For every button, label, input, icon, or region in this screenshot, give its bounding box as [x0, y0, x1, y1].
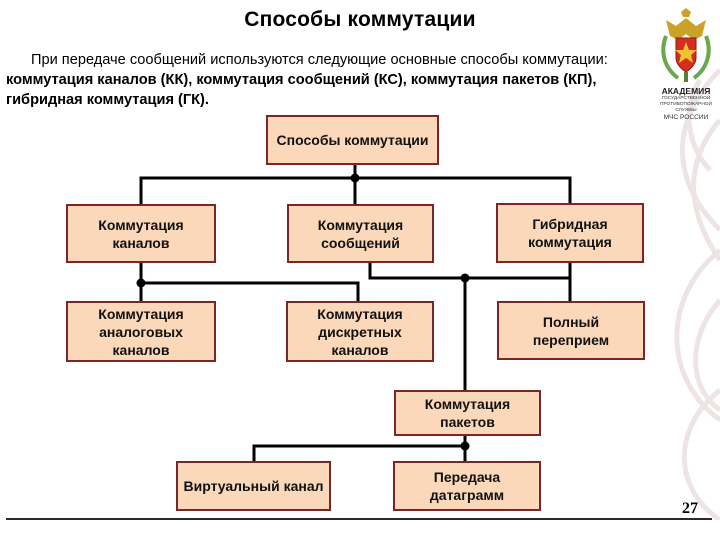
- logo-line-2: ГОСУДАРСТВЕННОЙ ПРОТИВОПОЖАРНОЙ СЛУЖБЫ: [660, 95, 712, 113]
- logo-caption: АКАДЕМИЯ ГОСУДАРСТВЕННОЙ ПРОТИВОПОЖАРНОЙ…: [656, 86, 716, 121]
- emblem-icon: [661, 8, 711, 82]
- junction-dot-packet: [460, 441, 470, 451]
- node-full-reception: Полный переприем: [497, 301, 645, 360]
- node-message-switching: Коммутация сообщений: [287, 204, 434, 263]
- node-packet-switching: Коммутация пакетов: [394, 390, 541, 436]
- intro-line-3: гибридная коммутация (ГК).: [6, 92, 209, 108]
- intro-line-1: При передаче сообщений используются след…: [31, 52, 608, 68]
- slide-title: Способы коммутации: [244, 8, 476, 31]
- node-root: Способы коммутации: [266, 115, 439, 165]
- page-number: 27: [682, 500, 698, 517]
- intro-line-2: коммутация каналов (КК), коммутация сооб…: [6, 72, 597, 88]
- node-analog-channels: Коммутация аналоговых каналов: [66, 301, 216, 362]
- node-datagram-transfer: Передача датаграмм: [393, 461, 541, 511]
- junction-dot-message: [460, 273, 470, 283]
- node-hybrid-switching: Гибридная коммутация: [496, 203, 644, 263]
- footer-divider: [6, 518, 712, 520]
- logo-line-3: МЧС РОССИИ: [663, 113, 709, 121]
- intro-paragraph: При передаче сообщений используются след…: [6, 50, 670, 110]
- junction-dot-root: [350, 173, 360, 183]
- junction-dot-channel: [136, 278, 146, 288]
- node-virtual-channel: Виртуальный канал: [176, 461, 331, 511]
- node-channel-switching: Коммутация каналов: [66, 204, 216, 263]
- academy-logo: АКАДЕМИЯ ГОСУДАРСТВЕННОЙ ПРОТИВОПОЖАРНОЙ…: [656, 6, 716, 121]
- node-discrete-channels: Коммутация дискретных каналов: [286, 301, 434, 362]
- logo-line-1: АКАДЕМИЯ: [661, 86, 711, 96]
